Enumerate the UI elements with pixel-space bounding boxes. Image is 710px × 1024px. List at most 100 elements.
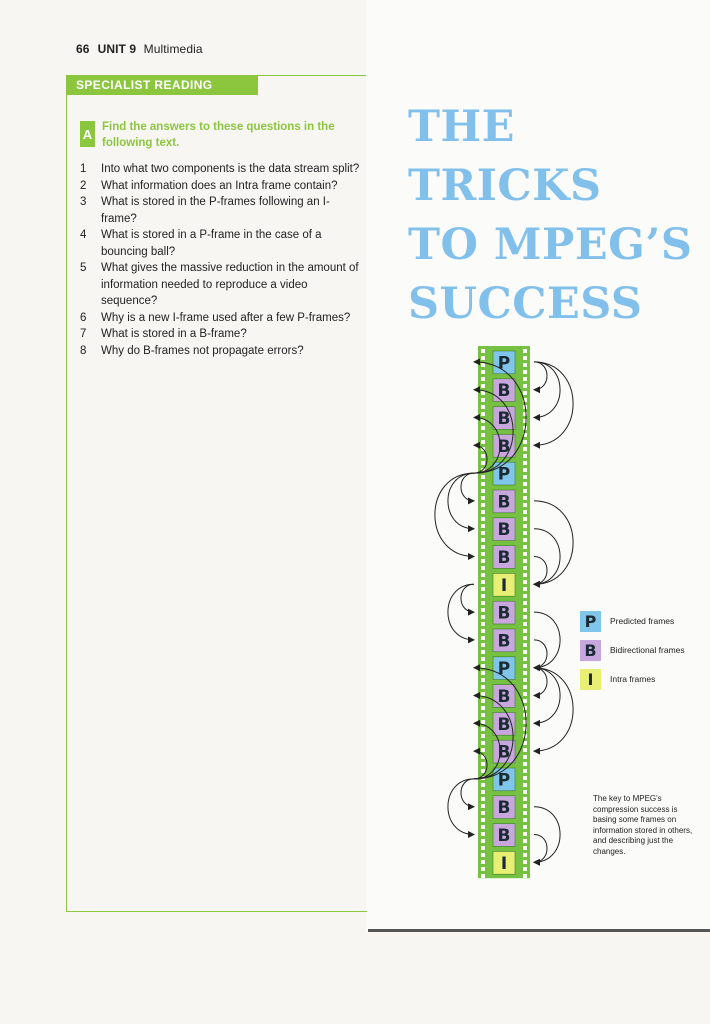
page-edge-rule: [368, 929, 710, 932]
sprocket-hole: [481, 594, 485, 598]
frame-letter: I: [501, 854, 507, 874]
frame-cell: [492, 489, 516, 514]
sprocket-hole: [523, 671, 527, 675]
facing-page: [366, 0, 710, 932]
sprocket-hole: [481, 615, 485, 619]
sprocket-hole: [523, 398, 527, 402]
sprocket-hole: [481, 657, 485, 661]
frame-cell: [492, 656, 516, 680]
sprocket-hole: [481, 755, 485, 759]
reference-arrow: [460, 778, 475, 811]
title-line: TRICKS: [408, 161, 602, 211]
title-line: SUCCESS: [408, 279, 643, 329]
legend-label: Predicted frames: [610, 616, 675, 626]
sprocket-hole: [523, 419, 527, 423]
frame-letter: B: [498, 520, 511, 540]
question-number: 3: [80, 196, 87, 208]
frame-letter: B: [498, 687, 511, 707]
sprocket-hole: [481, 573, 485, 577]
sprocket-hole: [523, 811, 527, 815]
frame-cell: [492, 545, 516, 569]
sprocket-hole: [523, 552, 527, 556]
sprocket-hole: [523, 706, 527, 710]
frame-letter: P: [498, 770, 510, 790]
reference-arrow: [533, 611, 561, 672]
reference-arrow: [473, 664, 527, 780]
reference-arrow: [447, 472, 475, 533]
sprocket-hole: [523, 510, 527, 514]
question-number: 6: [80, 311, 87, 324]
question-text: Why do B-frames not propagate errors?: [101, 344, 304, 357]
sprocket-hole: [523, 580, 527, 584]
task-instruction: Find the answers to these questions in t…: [102, 121, 335, 149]
frame-cell: [492, 628, 516, 653]
frame-letter: I: [501, 576, 507, 596]
sprocket-hole: [523, 720, 527, 724]
sprocket-hole: [481, 559, 485, 563]
legend-swatch-i: I: [580, 669, 601, 690]
frame-letter: B: [498, 631, 511, 651]
frame-cell: [492, 517, 516, 541]
legend-swatch-b: B: [580, 640, 601, 661]
sprocket-hole: [481, 391, 485, 395]
sprocket-hole: [523, 685, 527, 689]
sprocket-hole: [481, 769, 485, 773]
specialist-reading-box: [66, 75, 367, 912]
reference-arrow: [473, 747, 488, 780]
frame-letter: B: [498, 743, 511, 763]
frame-letter: B: [498, 798, 511, 818]
sprocket-hole: [481, 874, 485, 878]
sprocket-hole: [481, 405, 485, 409]
sprocket-hole: [481, 685, 485, 689]
title-line: TO MPEG’S: [408, 220, 693, 270]
sprocket-hole: [523, 559, 527, 563]
reference-arrow: [533, 361, 548, 394]
frame-cell: [492, 350, 516, 375]
sprocket-hole: [523, 713, 527, 717]
sprocket-hole: [523, 860, 527, 864]
sprocket-hole: [481, 706, 485, 710]
reference-arrow: [473, 414, 501, 474]
sprocket-hole: [481, 545, 485, 549]
sprocket-hole: [481, 489, 485, 493]
frame-cell: [492, 573, 516, 597]
reference-arrow: [473, 719, 501, 780]
sprocket-hole: [523, 664, 527, 668]
sprocket-hole: [523, 657, 527, 661]
frame-letter: B: [498, 715, 511, 735]
sprocket-hole: [523, 517, 527, 521]
unit-label: UNIT 9: [97, 42, 137, 56]
sprocket-hole: [523, 699, 527, 703]
sprocket-hole: [481, 853, 485, 857]
sprocket-hole: [481, 601, 485, 605]
sprocket-hole: [523, 433, 527, 437]
sprocket-hole: [523, 636, 527, 640]
sprocket-hole: [523, 825, 527, 829]
sprocket-hole: [523, 867, 527, 871]
sprocket-hole: [481, 412, 485, 416]
title-line: THE: [408, 102, 515, 152]
sprocket-hole: [523, 440, 527, 444]
sprocket-hole: [481, 580, 485, 584]
sprocket-hole: [481, 496, 485, 500]
sprocket-hole: [481, 419, 485, 423]
sprocket-hole: [523, 615, 527, 619]
sprocket-hole: [481, 370, 485, 374]
sprocket-hole: [481, 804, 485, 808]
sprocket-hole: [523, 468, 527, 472]
sprocket-hole: [481, 433, 485, 437]
sprocket-hole: [523, 349, 527, 353]
frame-letter: B: [498, 548, 511, 568]
sprocket-hole: [523, 594, 527, 598]
sprocket-hole: [523, 496, 527, 500]
sprocket-hole: [523, 363, 527, 367]
question-number: 2: [80, 179, 87, 192]
section-tab: SPECIALIST READING: [66, 75, 258, 95]
reference-arrow: [533, 806, 561, 866]
sprocket-hole: [481, 482, 485, 486]
sprocket-hole: [523, 377, 527, 381]
question-text: What gives the massive reduction in the …: [101, 262, 359, 307]
sprocket-hole: [481, 699, 485, 703]
